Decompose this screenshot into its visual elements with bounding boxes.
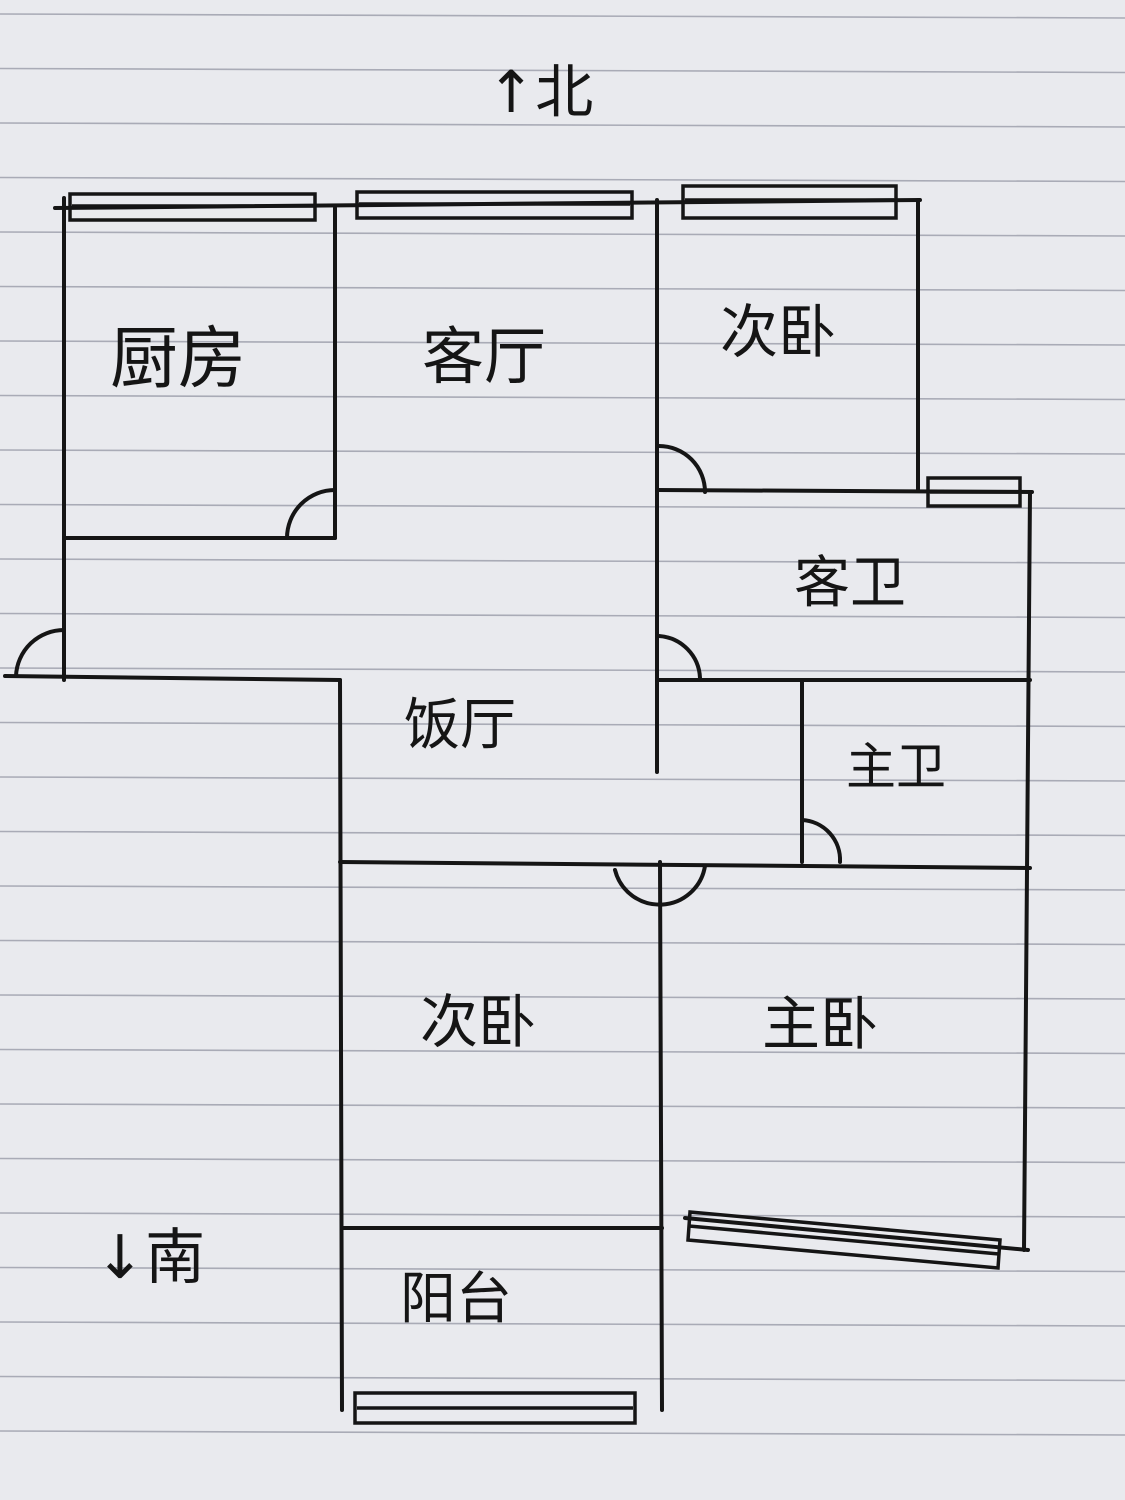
wall-dining-west <box>338 678 344 1412</box>
ruled-line <box>0 885 1125 891</box>
ruled-line <box>0 830 1125 837</box>
window-kitchen <box>68 192 317 222</box>
ruled-line <box>0 1212 1125 1218</box>
compass-north-label: ↑北 <box>487 58 594 126</box>
ruled-line <box>0 340 1125 346</box>
wall-west-step <box>3 674 342 682</box>
doors <box>14 444 843 907</box>
door-kitchen <box>285 488 337 540</box>
window-master-bedroom <box>686 1210 1002 1270</box>
room-label-second-bedroom-north: 次卧 <box>720 298 836 366</box>
room-label-master-bathroom: 主卫 <box>846 738 946 796</box>
window-balcony <box>353 1391 637 1425</box>
compass-south-label: ↓南 <box>95 1223 205 1293</box>
ruled-line <box>0 1266 1125 1273</box>
ruled-line <box>0 1157 1125 1164</box>
room-label-guest-bathroom: 客卫 <box>794 551 906 616</box>
ruled-line <box>0 394 1125 401</box>
ruled-line <box>0 776 1125 782</box>
door-entry <box>14 627 66 678</box>
door-guest-bathroom <box>657 634 702 680</box>
ruled-line <box>0 449 1125 455</box>
ruled-line <box>0 1321 1125 1327</box>
room-label-living-room: 客厅 <box>422 320 546 393</box>
ruled-line <box>0 721 1125 728</box>
wall-master-bedroom-south <box>683 1216 1030 1252</box>
ruled-line <box>0 1430 1125 1436</box>
door-second-bedroom-north <box>657 444 707 494</box>
ruled-line <box>0 176 1125 183</box>
ruled-line <box>0 1103 1125 1109</box>
ruled-line <box>0 1375 1125 1382</box>
ruled-line <box>0 939 1125 946</box>
ruled-line <box>0 231 1125 237</box>
ruled-line <box>0 612 1125 619</box>
room-label-second-bedroom-south: 次卧 <box>420 988 536 1056</box>
windows <box>68 184 1022 1425</box>
door-master-bathroom <box>800 818 843 864</box>
room-label-balcony: 阳台 <box>400 1267 512 1332</box>
door-bedrooms-double <box>613 864 707 907</box>
window-living-room <box>355 190 634 220</box>
ruled-line <box>0 994 1125 1000</box>
wall-bedrooms-divider <box>658 860 664 1412</box>
wall-east <box>1022 490 1032 1252</box>
room-label-master-bedroom: 主卧 <box>762 990 878 1058</box>
ruled-line <box>0 67 1125 74</box>
window-second-bedroom-north <box>681 184 898 220</box>
ruled-line <box>0 1048 1125 1055</box>
ruled-line <box>0 13 1125 19</box>
ruled-line <box>0 503 1125 510</box>
ruled-line <box>0 667 1125 673</box>
ruled-line <box>0 122 1125 128</box>
ruled-line <box>0 285 1125 292</box>
window-guest-bathroom <box>926 476 1022 508</box>
wall-bedrooms-north <box>338 860 1032 870</box>
room-label-dining-room: 饭厅 <box>404 693 516 758</box>
room-label-kitchen: 厨房 <box>110 320 246 399</box>
ruled-line <box>0 558 1125 564</box>
room-labels: ↑北 厨房 客厅 次卧 客卫 饭厅 主卫 次卧 主卧 阳台 ↓南 <box>95 58 946 1332</box>
ruled-lines <box>0 13 1125 1436</box>
